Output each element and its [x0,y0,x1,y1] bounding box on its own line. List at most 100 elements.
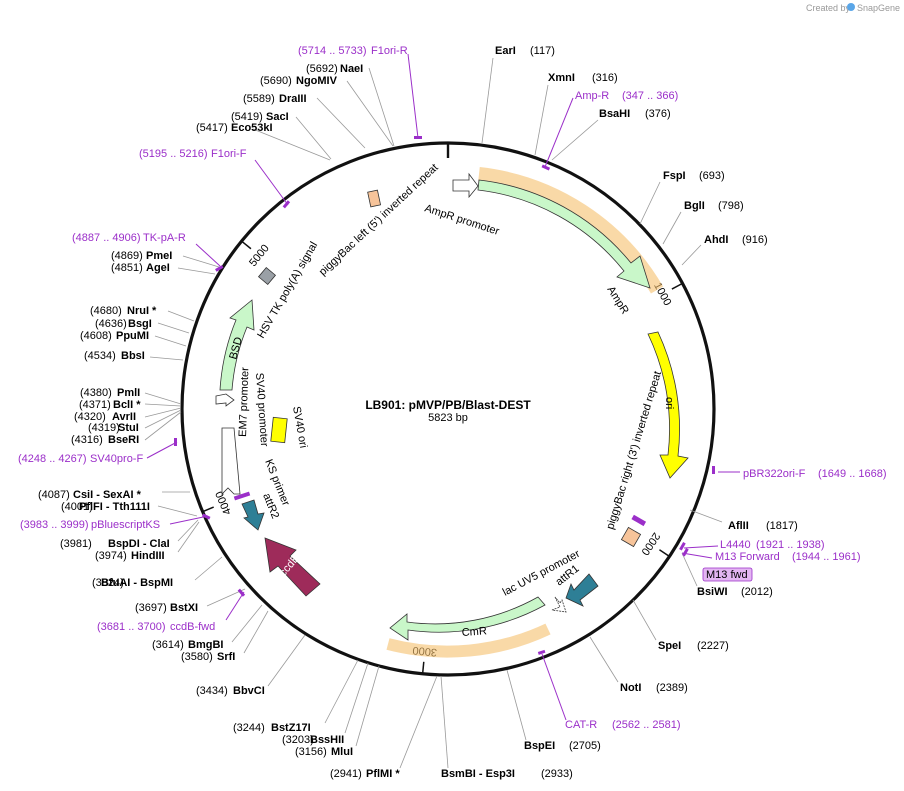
primer-labels: F1ori-R(5714 .. 5733)Amp-R(347 .. 366)pB… [18,45,887,731]
primer-name-5: M13 fwd [706,569,748,581]
site-pos-25: (4316) [71,434,103,446]
primer-range-6: (2562 .. 2581) [612,719,681,731]
site-pos-20: (3824) [92,577,124,589]
site-pos-14: (3203) [282,734,314,746]
site-pos-12: (2941) [330,768,362,780]
site-pos-35: (4869) [111,250,143,262]
site-name-37: SacI [266,111,289,123]
primer-name-7: ccdB-fwd [170,621,215,633]
site-pos-26: (4319) [88,422,120,434]
site-name-3: FspI [663,170,686,182]
site-name-22: BspDI - ClaI [108,538,170,550]
site-pos-1: (316) [592,72,618,84]
site-pos-33: (4680) [90,305,122,317]
site-pos-18: (3614) [152,639,184,651]
site-name-36: Eco53kI [231,122,273,134]
site-name-32: BsgI [128,318,152,330]
site-name-18: BmgBI [188,639,223,651]
site-pos-23: (4001) [61,501,93,513]
tick-label-2000: 2000 [639,530,663,557]
primer-range-4: (1944 .. 1961) [792,551,861,563]
site-name-7: BsiWI [697,586,728,598]
site-leaders [144,57,723,769]
tick-1000 [671,283,682,290]
site-name-2: BsaHI [599,108,630,120]
site-pos-16: (3434) [196,685,228,697]
site-name-6: AflII [728,520,749,532]
site-pos-15: (3244) [233,722,265,734]
primer-name-9: SV40pro-F [90,453,143,465]
site-name-15: BstZ17I [271,722,311,734]
site-pos-17: (3580) [181,651,213,663]
site-pos-37: (5419) [231,111,263,123]
site-name-31: PpuMI [116,330,149,342]
site-pos-28: (4371) [79,399,111,411]
attr1-arrow [565,573,599,607]
primer-range-1: (347 .. 366) [622,90,678,102]
feature-label-piggybac-left: piggyBac left (5') inverted repeat [317,162,441,279]
site-name-40: NaeI [340,63,363,75]
site-pos-36: (5417) [196,122,228,134]
site-name-35: PmeI [146,250,172,262]
primer-range-11: (5195 .. 5216) [139,148,208,160]
primer-range-7: (3681 .. 3700) [97,621,166,633]
peach-feature-top [367,189,382,208]
primer-range-8: (3983 .. 3999) [20,519,89,531]
sv40-ori-box [270,416,288,444]
tick-5000 [241,241,252,250]
site-name-29: PmlI [117,387,140,399]
site-name-33: NruI * [127,305,157,317]
bsd-arrow [219,299,255,391]
site-pos-31: (4608) [80,330,112,342]
site-name-23: PflFI - Tth111I [79,501,150,513]
plasmid-name: LB901: pMVP/PB/Blast-DEST [365,398,531,412]
feature-label-em7: EM7 promoter [237,367,251,437]
primer-range-10: (4887 .. 4906) [72,232,141,244]
em7-promoter-arrow [215,393,235,407]
feature-label-ori: ori [663,397,675,409]
site-pos-13: (3156) [295,746,327,758]
primer-range-9: (4248 .. 4267) [18,453,87,465]
primer-name-4: M13 Forward [715,551,780,563]
site-pos-22: (3981) [60,538,92,550]
site-pos-19: (3697) [135,602,167,614]
site-name-12: PflMI * [366,768,400,780]
site-pos-8: (2227) [697,640,729,652]
credit-text: Created by [806,3,851,13]
site-name-30: BbsI [121,350,145,362]
site-name-1: XmnI [548,72,575,84]
site-name-39: NgoMIV [296,75,338,87]
site-name-19: BstXI [170,602,198,614]
site-pos-5: (916) [742,234,768,246]
site-name-34: AgeI [146,262,170,274]
primer-name-6: CAT-R [565,719,597,731]
site-name-14: BssHII [310,734,344,746]
site-name-38: DraIII [279,93,307,105]
site-name-10: BspEI [524,740,555,752]
primer-name-10: TK-pA-R [143,232,186,244]
site-pos-21: (3974) [95,550,127,562]
site-name-16: BbvCI [233,685,265,697]
site-pos-7: (2012) [741,586,773,598]
site-name-17: SrfI [217,651,235,663]
primer-name-1: Amp-R [575,90,609,102]
primer-range-2: (1649 .. 1668) [818,468,887,480]
site-pos-40: (5692) [306,63,338,75]
primer-name-8: pBluescriptKS [91,519,160,531]
feature-label-amp-promoter: AmpR promoter [423,202,501,238]
lac-uv5-promoter-arrow [551,596,567,613]
attr2-arrow [241,499,265,531]
tick-label-5000: 5000 [247,242,272,269]
site-name-8: SpeI [658,640,681,652]
gray-feature [257,266,277,286]
site-pos-30: (4534) [84,350,116,362]
site-pos-39: (5690) [260,75,292,87]
site-pos-29: (4380) [80,387,112,399]
site-name-28: BclI * [113,399,141,411]
primer-name-2: pBR322ori-F [743,468,806,480]
tick-4000 [203,506,214,512]
site-labels: EarI(117)XmnI(316)BsaHI(376)FspI(693)Bgl… [38,45,798,780]
site-name-26: StuI [118,422,139,434]
primer-leaders [146,53,740,721]
